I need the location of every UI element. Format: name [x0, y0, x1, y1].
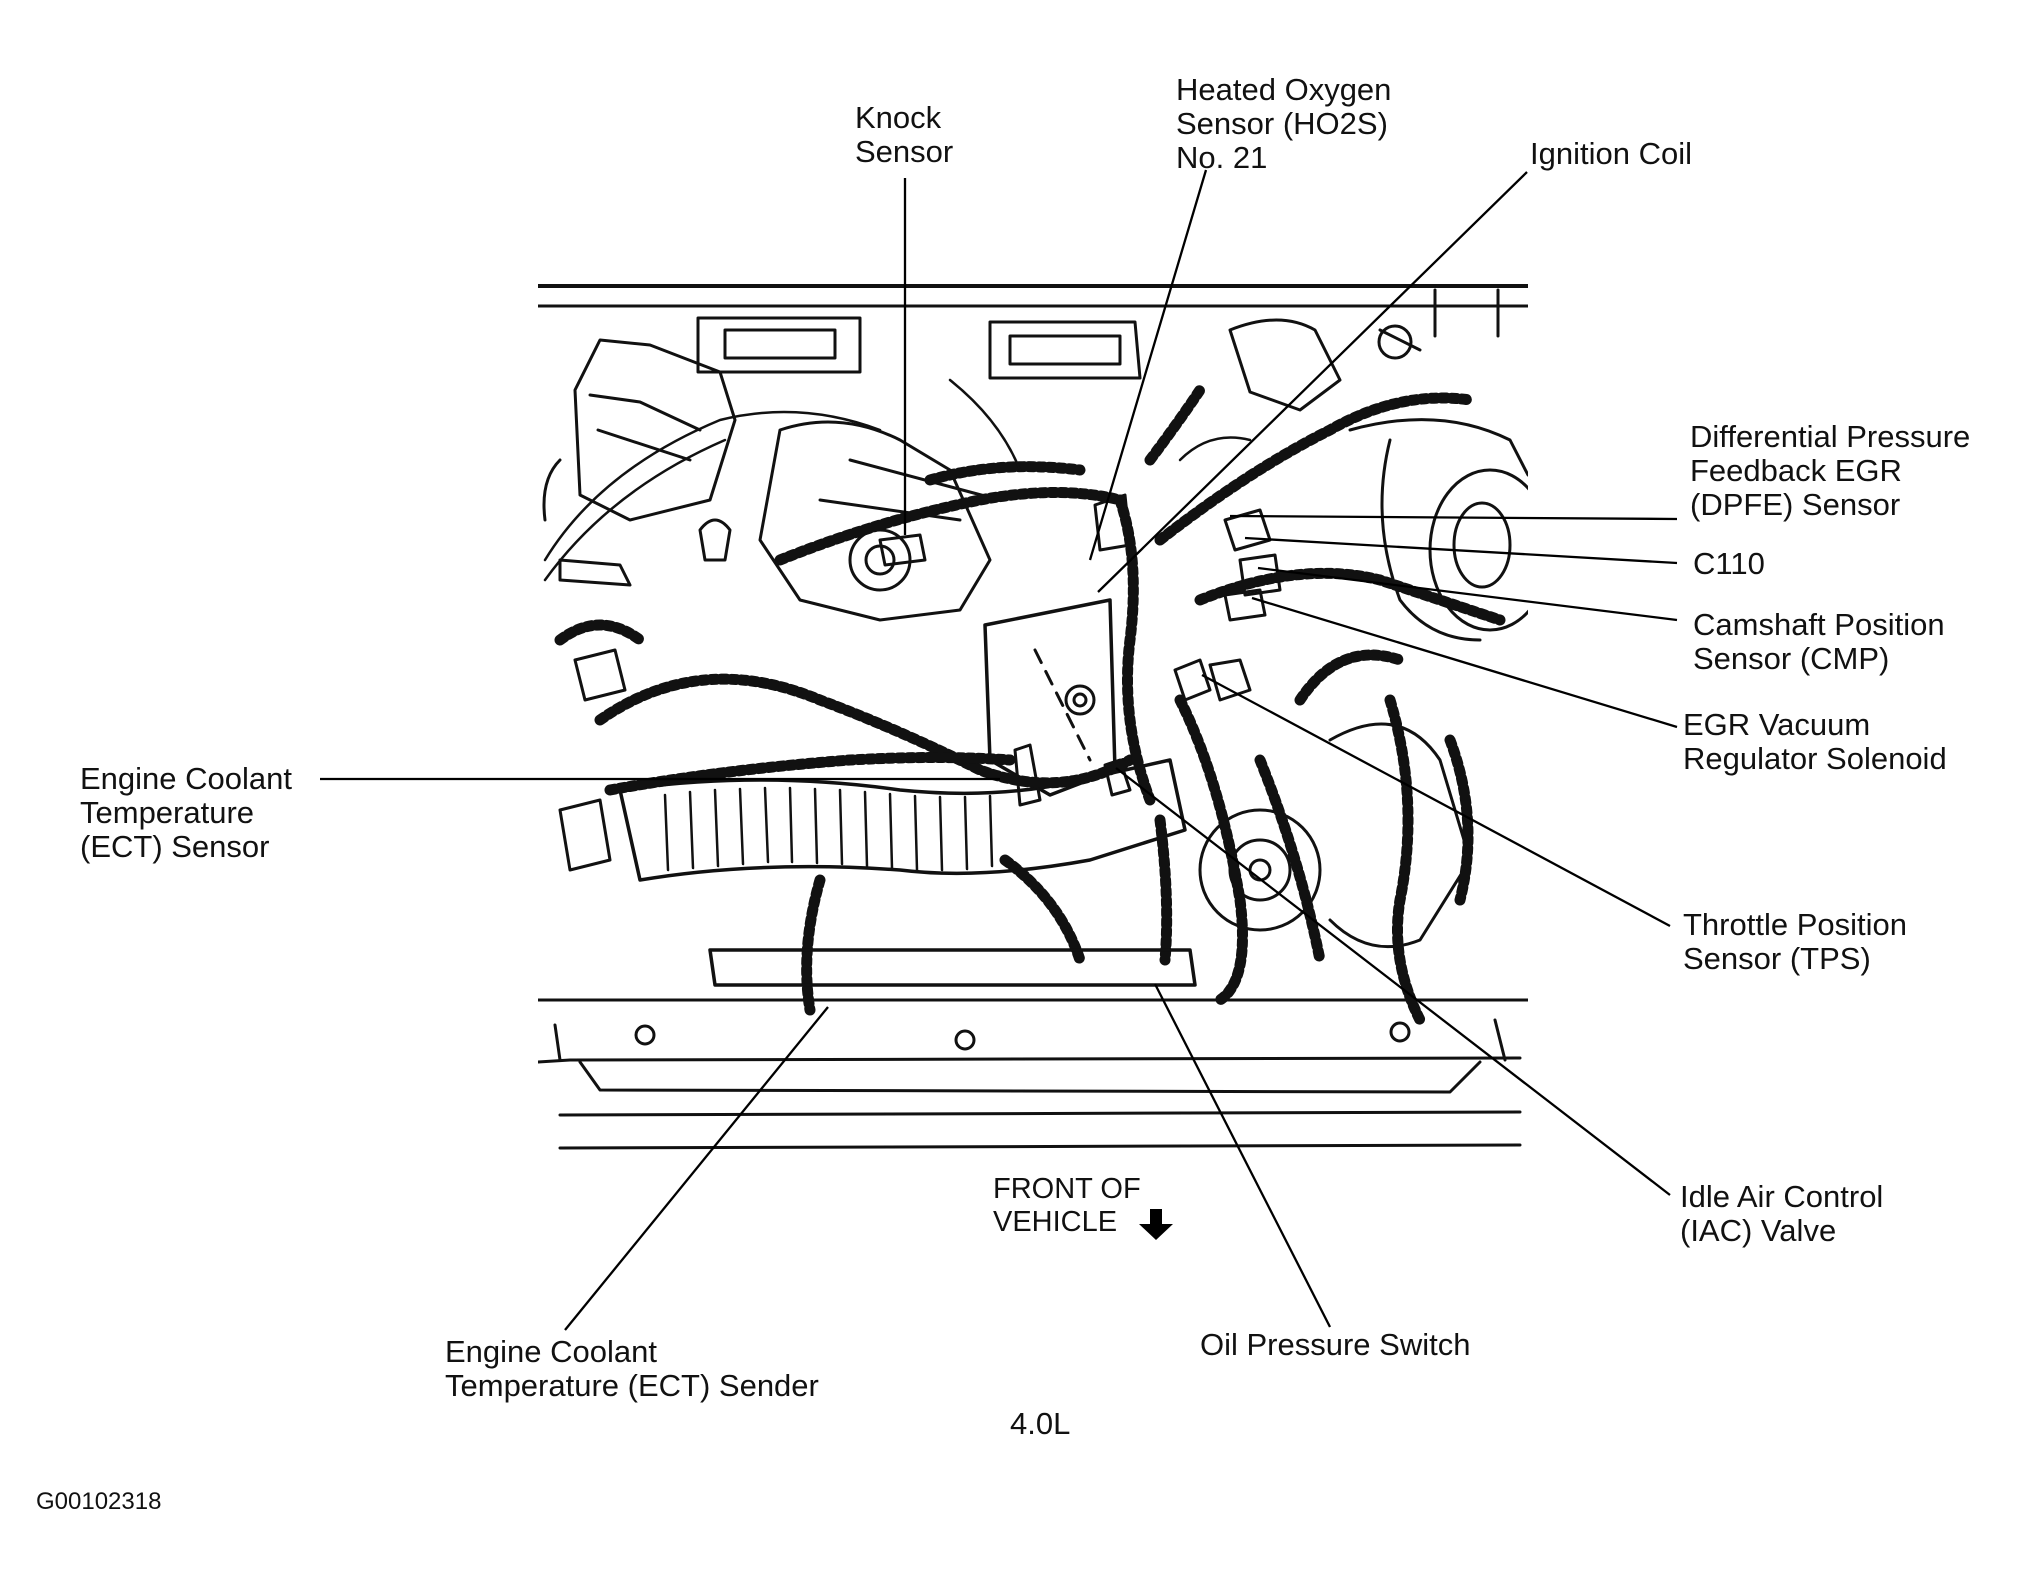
label-line: Throttle Position	[1683, 907, 1907, 942]
label-iac: Idle Air Control (IAC) Valve	[1680, 1180, 1883, 1248]
label-ignition-coil: Ignition Coil	[1530, 137, 1692, 171]
front-arrow-icon	[1139, 1209, 1173, 1240]
leader-ignition-coil	[1097, 171, 1528, 593]
leader-iac	[1115, 767, 1671, 1196]
leader-ho2s	[1088, 169, 1208, 561]
label-line: FRONT OF	[993, 1173, 1141, 1205]
label-front-of-vehicle: FRONT OF VEHICLE	[993, 1173, 1141, 1239]
label-line: Oil Pressure Switch	[1200, 1327, 1471, 1362]
label-line: Feedback EGR	[1690, 453, 1902, 488]
leader-c110	[1244, 536, 1678, 565]
label-line: No. 21	[1176, 140, 1268, 175]
leader-ect-sender	[564, 1006, 829, 1331]
label-line: Engine Coolant	[80, 761, 292, 796]
label-c110: C110	[1693, 547, 1765, 581]
label-ho2s: Heated Oxygen Sensor (HO2S) No. 21	[1176, 73, 1391, 175]
label-cmp: Camshaft Position Sensor (CMP)	[1693, 608, 1945, 676]
label-oil-pressure: Oil Pressure Switch	[1200, 1328, 1470, 1362]
label-line: Regulator Solenoid	[1683, 741, 1947, 776]
label-line: Sensor	[855, 134, 954, 169]
label-line: Camshaft Position	[1693, 607, 1945, 642]
label-line: Sensor (TPS)	[1683, 941, 1871, 976]
leader-lines	[320, 169, 1678, 1331]
leader-egr-vrs	[1251, 596, 1678, 729]
label-line: Sensor (CMP)	[1693, 641, 1890, 676]
figure-id: G00102318	[36, 1488, 162, 1515]
label-line: (IAC) Valve	[1680, 1213, 1837, 1248]
label-ect-sender: Engine Coolant Temperature (ECT) Sender	[445, 1335, 819, 1403]
label-line: Temperature	[80, 795, 255, 830]
label-tps: Throttle Position Sensor (TPS)	[1683, 908, 1907, 976]
label-egr-vrs: EGR Vacuum Regulator Solenoid	[1683, 708, 1947, 776]
engine-code: 4.0L	[1010, 1406, 1071, 1441]
leader-tps	[1201, 673, 1671, 928]
engine-bay-illustration	[538, 284, 1528, 1150]
label-line: VEHICLE	[993, 1206, 1118, 1238]
label-line: Temperature (ECT) Sender	[445, 1368, 819, 1403]
label-line: Engine Coolant	[445, 1334, 657, 1369]
label-line: C110	[1693, 546, 1765, 581]
label-dpfe: Differential Pressure Feedback EGR (DPFE…	[1690, 420, 1970, 522]
label-line: (ECT) Sensor	[80, 829, 270, 864]
label-line: Heated Oxygen	[1176, 72, 1392, 107]
label-line: EGR Vacuum	[1683, 707, 1871, 742]
leader-dpfe	[1229, 514, 1678, 521]
label-knock-sensor: Knock Sensor	[855, 101, 953, 169]
label-line: (DPFE) Sensor	[1690, 487, 1901, 522]
label-ect-sensor: Engine Coolant Temperature (ECT) Sensor	[80, 762, 292, 864]
label-line: Ignition Coil	[1530, 136, 1692, 171]
leader-cmp	[1257, 566, 1678, 622]
leader-oil-pressure	[1153, 983, 1332, 1328]
label-line: Idle Air Control	[1680, 1179, 1884, 1214]
label-line: Sensor (HO2S)	[1176, 106, 1388, 141]
label-line: Knock	[855, 100, 942, 135]
label-line: Differential Pressure	[1690, 419, 1971, 454]
